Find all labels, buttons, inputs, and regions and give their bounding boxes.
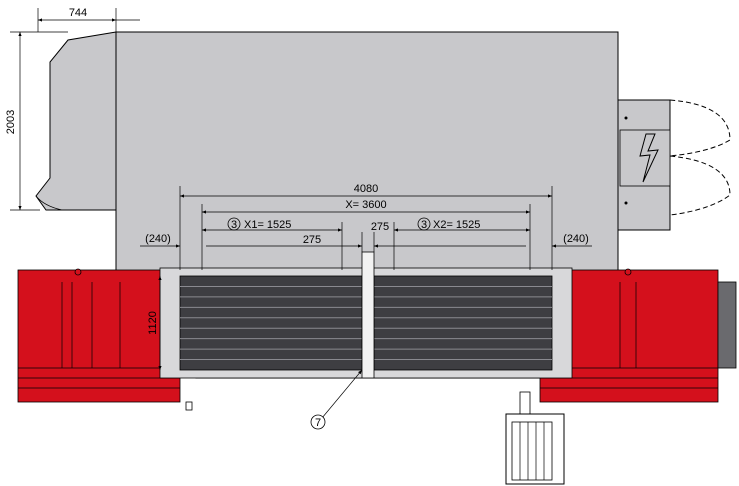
motor-unit <box>505 391 565 485</box>
dim-240-left: (240) <box>140 233 180 248</box>
svg-text:3: 3 <box>231 219 237 231</box>
dim-x3600: X= 3600 <box>201 199 531 270</box>
svg-text:3: 3 <box>421 219 427 231</box>
svg-text:X1= 1525: X1= 1525 <box>244 219 291 231</box>
svg-text:(240): (240) <box>563 233 589 245</box>
dim-275: 275 275 <box>206 221 526 270</box>
dim-2003: 2003 <box>5 31 68 211</box>
inlet-hood <box>35 31 117 211</box>
electrical-cabinet <box>617 99 731 231</box>
dim-744: 744 <box>37 7 140 32</box>
svg-text:(240): (240) <box>145 233 171 245</box>
left-red-frame <box>17 268 193 411</box>
dim-4080: 4080 <box>179 183 553 270</box>
svg-text:275: 275 <box>303 234 321 246</box>
svg-text:X2= 1525: X2= 1525 <box>433 219 480 231</box>
callout-3-left <box>227 217 241 231</box>
belt-right <box>373 275 553 371</box>
svg-text:4080: 4080 <box>354 183 378 195</box>
svg-text:X= 3600: X= 3600 <box>345 199 386 211</box>
svg-text:744: 744 <box>69 7 87 19</box>
dim-x2: 3 X2= 1525 <box>394 217 530 232</box>
center-divider <box>361 251 375 379</box>
dim-x1: 3 X1= 1525 <box>202 217 342 232</box>
dim-1120: 1120 <box>147 276 162 370</box>
belt-left <box>179 275 363 371</box>
dim-240-right: (240) <box>552 233 592 248</box>
callout-3-right <box>417 217 431 231</box>
svg-text:2003: 2003 <box>5 110 17 134</box>
svg-text:7: 7 <box>315 417 321 429</box>
lightning-icon <box>639 133 659 183</box>
svg-text:275: 275 <box>371 221 389 233</box>
callout-7: 7 <box>310 369 363 430</box>
svg-text:1120: 1120 <box>147 311 159 335</box>
